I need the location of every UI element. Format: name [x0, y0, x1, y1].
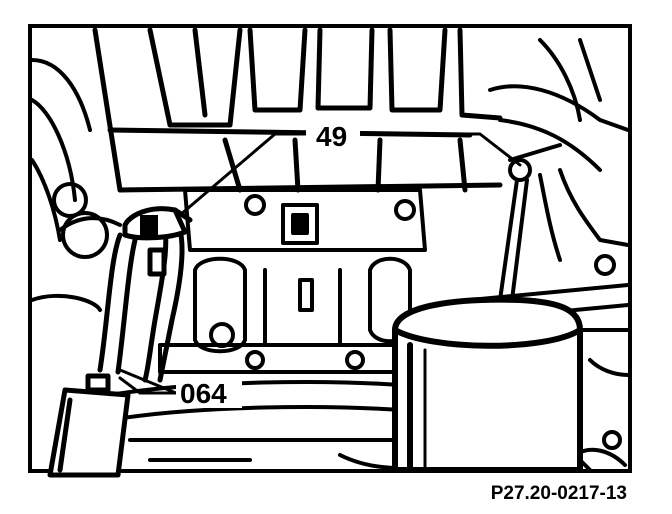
- figure-id: P27.20-0217-13: [491, 483, 627, 504]
- filter-cylinder: [392, 296, 583, 473]
- illustration-frame: [28, 24, 632, 473]
- lower-housing: [108, 380, 402, 470]
- callout-49-bg: [306, 118, 360, 150]
- leader-lines: [118, 132, 522, 395]
- callout-49: 49: [316, 121, 347, 152]
- left-housing: [30, 58, 122, 312]
- fill-tube: [97, 206, 193, 383]
- callout-064: 064: [180, 378, 227, 409]
- callout-064-bg: [176, 376, 242, 408]
- special-tool-064: [47, 373, 131, 478]
- line-art: [30, 27, 630, 478]
